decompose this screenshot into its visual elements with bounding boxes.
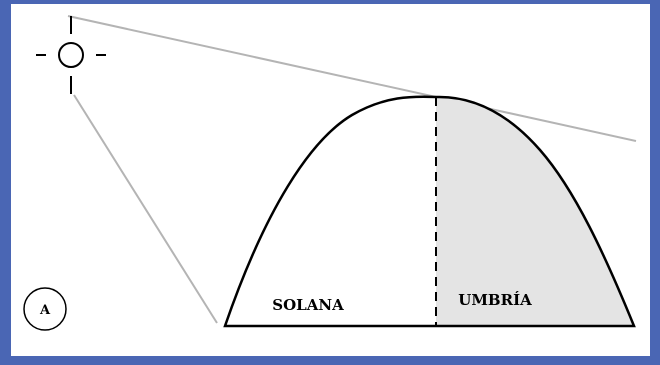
frame-border-left: [0, 0, 11, 365]
sun-icon: [36, 16, 106, 94]
frame-border-top: [0, 0, 660, 4]
frame-border-right: [650, 0, 660, 365]
frame-border-bottom: [0, 356, 660, 365]
sun-ray-upper: [67, 15, 637, 142]
mountain-outline: [223, 95, 636, 328]
umbria-label: UMBRÍA: [458, 291, 532, 309]
marker-a: A: [23, 287, 67, 331]
umbria-shade: [436, 96, 634, 326]
sun-ray-lower: [73, 94, 218, 324]
marker-a-label: A: [39, 303, 51, 318]
solana-label: SOLANA: [272, 296, 344, 314]
